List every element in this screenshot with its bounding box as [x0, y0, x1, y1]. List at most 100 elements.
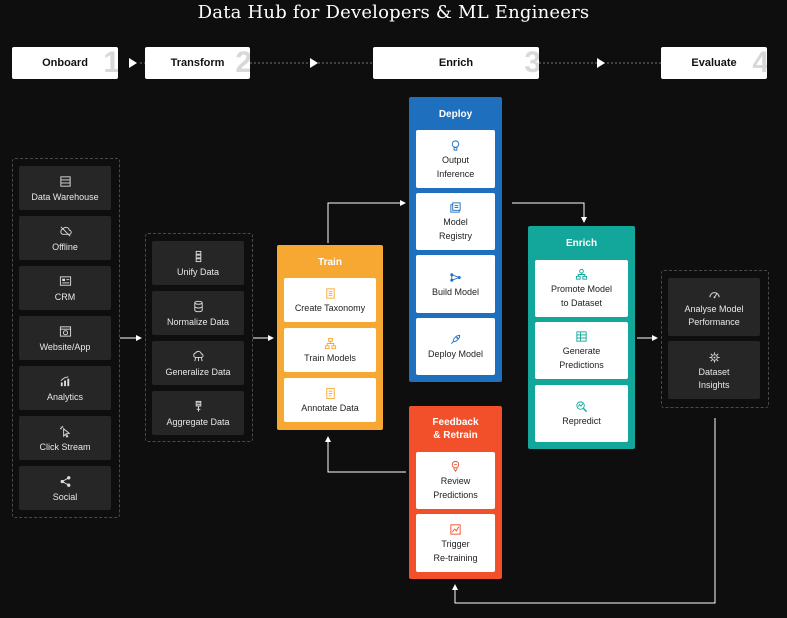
- feedback-title: Feedback & Retrain: [409, 416, 502, 442]
- enrich-item-line1: Repredict: [562, 416, 601, 426]
- enrich-title: Enrich: [565, 238, 598, 249]
- train-item-label: Train Models: [304, 352, 356, 363]
- enrich-item-line2: Predictions: [559, 360, 604, 370]
- cursor-click-icon: [59, 425, 70, 438]
- source-label: CRM: [54, 291, 76, 302]
- evaluate-item-line1: Dataset: [698, 366, 730, 377]
- phase-evaluate-number: 4: [752, 47, 767, 79]
- sources-group: [12, 158, 120, 518]
- website-icon: [59, 325, 71, 337]
- aggregate-icon: [195, 400, 201, 412]
- table-icon: [576, 331, 587, 342]
- phase-transform-label: Transform: [170, 57, 225, 69]
- deploy-item-line1: Deploy Model: [427, 349, 484, 359]
- feedback-item-line2: Predictions: [433, 490, 478, 500]
- feedback-title-line2: & Retrain: [433, 430, 478, 441]
- phase-enrich-label: Enrich: [438, 57, 474, 69]
- chart-trigger-icon: [450, 523, 461, 535]
- document-icon: [325, 387, 335, 399]
- source-label: Click Stream: [39, 441, 91, 452]
- enrich-item-line1: Generate: [562, 346, 601, 356]
- stack-icon: [193, 300, 203, 312]
- transform-normalize-data: Normalize Data: [152, 291, 244, 335]
- transform-unify-data: Unify Data: [152, 241, 244, 285]
- feedback-trigger-retraining: Trigger Re-training: [416, 514, 495, 572]
- source-offline: Offline: [19, 216, 111, 260]
- source-label: Data Warehouse: [31, 191, 99, 202]
- deploy-deploy-model: Deploy Model: [416, 318, 495, 375]
- feedback-item-line1: Trigger: [441, 538, 470, 549]
- train-train-models: Train Models: [284, 328, 376, 372]
- deploy-model-registry: Model Registry: [416, 193, 495, 250]
- share-icon: [60, 475, 70, 487]
- taxonomy-icon: [325, 287, 335, 299]
- phase-onboard-number: 1: [103, 47, 118, 79]
- phase-evaluate: Evaluate 4: [661, 47, 767, 79]
- source-data-warehouse: Data Warehouse: [19, 166, 111, 210]
- transform-generalize-data: Generalize Data: [152, 341, 244, 385]
- evaluate-item-line2: Insights: [698, 379, 730, 390]
- source-crm: CRM: [19, 266, 111, 310]
- unify-icon: [195, 250, 201, 262]
- phase-onboard-label: Onboard: [42, 57, 88, 69]
- transform-label: Normalize Data: [166, 316, 230, 327]
- evaluate-item-line1: Analyse Model: [684, 303, 744, 314]
- crm-icon: [59, 275, 71, 286]
- transform-label: Generalize Data: [165, 366, 231, 377]
- review-icon: [451, 460, 460, 472]
- source-website-app: Website/App: [19, 316, 111, 360]
- enrich-promote-model: Promote Model to Dataset: [535, 260, 628, 317]
- train-annotate-data: Annotate Data: [284, 378, 376, 422]
- transform-label: Aggregate Data: [166, 416, 230, 427]
- deploy-item-line2: Registry: [438, 231, 472, 241]
- hierarchy-icon: [324, 337, 336, 349]
- rocket-icon: [450, 334, 461, 345]
- transform-group: [145, 233, 253, 442]
- gear-insight-icon: [708, 351, 720, 363]
- feedback-title-line1: Feedback: [432, 417, 479, 428]
- evaluate-item-line2: Performance: [688, 316, 740, 327]
- phase-enrich: Enrich 3: [373, 47, 539, 79]
- train-title: Train: [318, 257, 342, 268]
- network-icon: [450, 272, 461, 282]
- evaluate-group: [661, 270, 769, 408]
- train-item-label: Annotate Data: [301, 402, 359, 413]
- feedback-item-line2: Re-training: [433, 552, 478, 563]
- source-label: Website/App: [39, 341, 91, 352]
- enrich-item-line1: Promote Model: [550, 284, 613, 294]
- registry-icon: [450, 202, 461, 213]
- transform-label: Unify Data: [176, 266, 220, 277]
- deploy-item-line1: Output: [441, 154, 470, 165]
- evaluate-dataset-insights: Dataset Insights: [668, 341, 760, 399]
- cloud-network-icon: [192, 350, 203, 361]
- evaluate-analyse-model: Analyse Model Performance: [668, 278, 760, 336]
- promote-icon: [575, 268, 588, 280]
- train-item-label: Create Taxonomy: [294, 302, 366, 313]
- deploy-build-model: Build Model: [416, 255, 495, 313]
- source-label: Social: [52, 491, 78, 502]
- source-click-stream: Click Stream: [19, 416, 111, 460]
- phase-onboard: Onboard 1: [12, 47, 118, 79]
- cloud-off-icon: [59, 226, 72, 236]
- enrich-item-line2: to Dataset: [560, 298, 603, 308]
- enrich-repredict: Repredict: [535, 385, 628, 442]
- feedback-item-line1: Review: [440, 476, 471, 486]
- deploy-title: Deploy: [438, 109, 473, 120]
- deploy-item-line1: Build Model: [431, 286, 480, 297]
- source-label: Analytics: [46, 391, 83, 402]
- bulb-icon: [451, 139, 460, 151]
- deploy-item-line2: Inference: [436, 168, 475, 179]
- phase-transform: Transform 2: [145, 47, 250, 79]
- train-create-taxonomy: Create Taxonomy: [284, 278, 376, 322]
- search-chart-icon: [576, 401, 588, 413]
- source-label: Offline: [52, 241, 78, 252]
- phase-transform-number: 2: [235, 47, 250, 79]
- gauge-icon: [708, 291, 720, 298]
- phase-enrich-number: 3: [524, 47, 539, 79]
- analytics-icon: [60, 375, 69, 386]
- source-social: Social: [19, 466, 111, 510]
- phase-evaluate-label: Evaluate: [691, 57, 737, 69]
- enrich-generate-predictions: Generate Predictions: [535, 322, 628, 379]
- feedback-review-predictions: Review Predictions: [416, 452, 495, 509]
